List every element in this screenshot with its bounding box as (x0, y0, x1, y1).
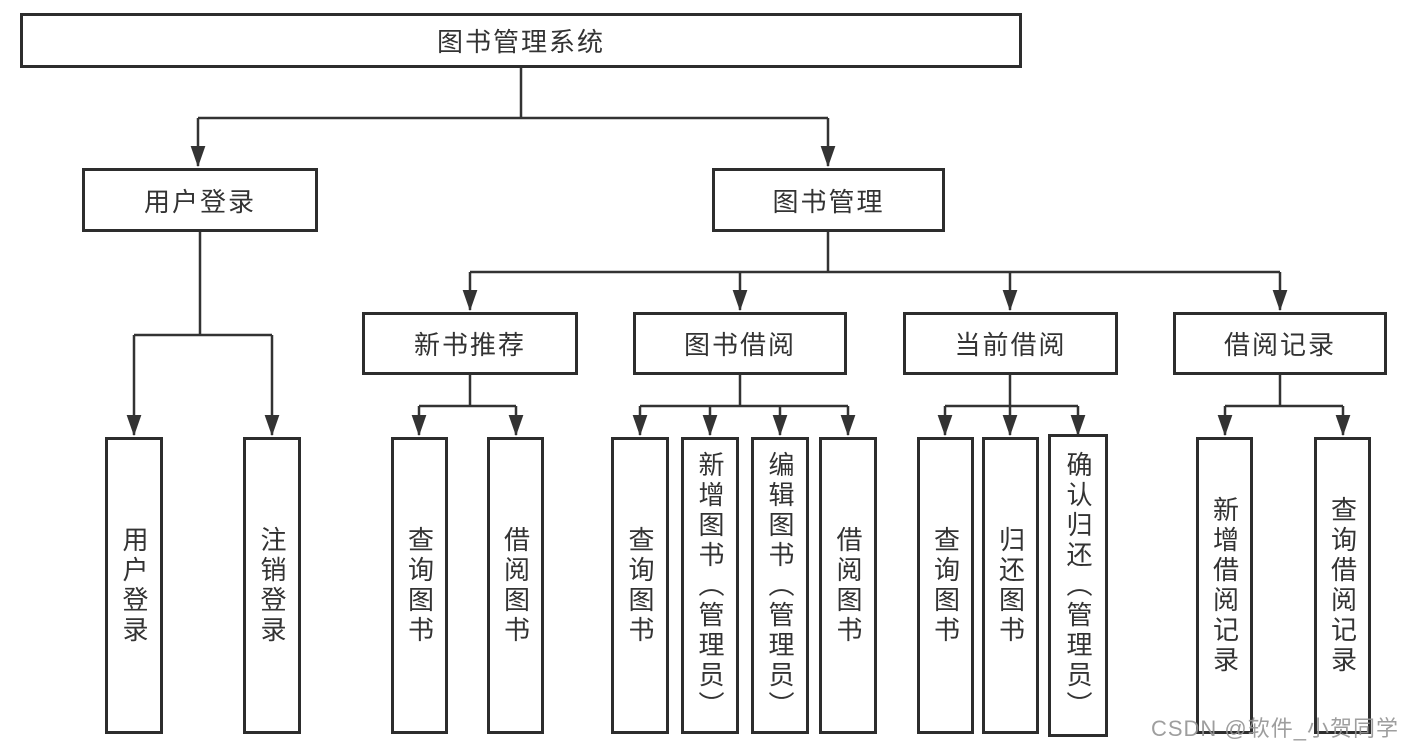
watermark: CSDN @软件_小贺同学 (1150, 716, 1399, 741)
connector-current-borrow-branch (937, 375, 1086, 437)
node-leaf-user-login: 用户登录 (105, 437, 163, 734)
connector-book-borrow-branch (632, 375, 856, 437)
connector-user-login-branch (126, 232, 280, 437)
node-leaf-borrow-books-borrowing: 借阅图书 (819, 437, 877, 734)
node-leaf-edit-books-admin: 编辑图书（管理员） (751, 437, 809, 734)
node-leaf-borrow-books-newbook: 借阅图书 (487, 437, 544, 734)
connector-new-book-branch (411, 375, 524, 437)
node-new-book-recommendation: 新书推荐 (362, 312, 578, 375)
node-leaf-confirm-return-admin: 确认归还（管理员） (1048, 434, 1108, 737)
node-leaf-query-borrow-record: 查询借阅记录 (1314, 437, 1371, 734)
node-leaf-query-books-borrowing: 查询图书 (611, 437, 669, 734)
connector-root-to-level2 (190, 68, 836, 168)
node-leaf-query-books-newbook: 查询图书 (391, 437, 448, 734)
connector-borrow-records-branch (1217, 375, 1351, 437)
node-leaf-query-books-current: 查询图书 (917, 437, 974, 734)
node-borrowing-records: 借阅记录 (1173, 312, 1387, 375)
node-leaf-add-borrow-record: 新增借阅记录 (1196, 437, 1253, 734)
connector-book-management-branch (462, 232, 1288, 312)
node-book-borrowing: 图书借阅 (633, 312, 847, 375)
node-current-borrowing: 当前借阅 (903, 312, 1118, 375)
node-user-login: 用户登录 (82, 168, 318, 232)
node-book-management: 图书管理 (712, 168, 945, 232)
node-leaf-logout-login: 注销登录 (243, 437, 301, 734)
node-book-management-system: 图书管理系统 (20, 13, 1022, 68)
node-leaf-return-books: 归还图书 (982, 437, 1039, 734)
node-leaf-add-books-admin: 新增图书（管理员） (681, 437, 739, 734)
